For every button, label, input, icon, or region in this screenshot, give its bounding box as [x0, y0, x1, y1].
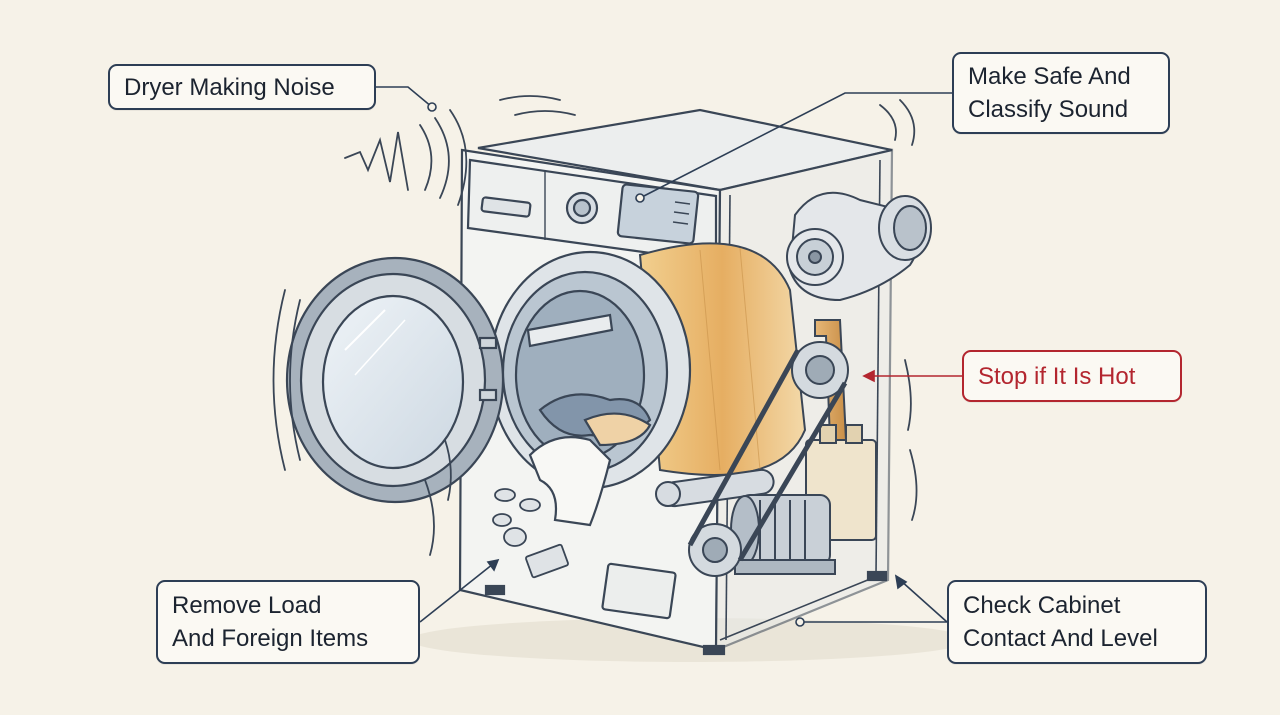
- motor: [730, 494, 836, 575]
- callout-text-line-2: And Foreign Items: [172, 625, 369, 652]
- blower-fan: [786, 191, 932, 302]
- roller: [655, 468, 775, 508]
- leader-lines: [376, 86, 952, 627]
- callout-stop-if-hot: Stop if It Is Hot: [962, 350, 1182, 402]
- callout-make-safe-and-classify-sound: Make Safe And Classify Sound: [952, 52, 1170, 134]
- callout-check-cabinet-contact-and-level: Check Cabinet Contact And Level: [947, 580, 1207, 664]
- callout-text-line-1: Check Cabinet: [963, 592, 1121, 619]
- dryer-door: [285, 256, 505, 504]
- callout-text: Stop if It Is Hot: [978, 362, 1136, 390]
- drive-belt: [687, 341, 849, 577]
- callout-text-line-2: Contact And Level: [963, 625, 1158, 652]
- callout-remove-load-and-foreign-items: Remove Load And Foreign Items: [156, 580, 420, 664]
- callout-text-line-2: Classify Sound: [968, 96, 1129, 123]
- hot-leader-line: [862, 369, 962, 383]
- vibration-marks: [272, 95, 918, 556]
- callout-text-line-1: Make Safe And: [968, 63, 1131, 90]
- callout-text: Dryer Making Noise: [124, 73, 335, 101]
- foreign-items: [492, 488, 569, 579]
- callout-text-line-1: Remove Load: [172, 592, 322, 619]
- drum-opening: [488, 250, 692, 527]
- callout-dryer-making-noise: Dryer Making Noise: [108, 64, 376, 110]
